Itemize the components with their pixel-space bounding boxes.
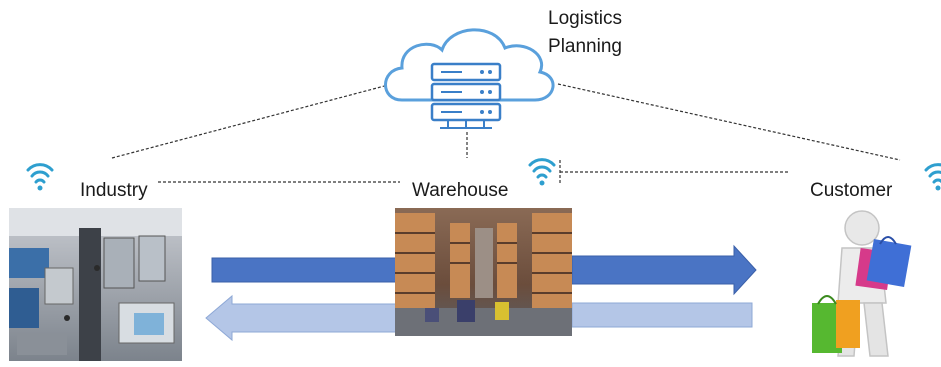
warehouse-aisles-image (395, 208, 572, 336)
factory-floor-image (9, 208, 182, 361)
link-customer-cloud (557, 83, 901, 161)
industry-label: Industry (80, 180, 148, 201)
cloud-title-line1: Logistics (548, 8, 622, 29)
customer-label: Customer (810, 180, 893, 201)
cloud-links (111, 83, 901, 185)
shopper-figure-icon (812, 210, 912, 357)
server-rack (430, 62, 502, 129)
forward-flow-arrows (211, 244, 757, 296)
customer-figure (800, 208, 918, 361)
arrow-warehouse-to-industry (205, 294, 397, 342)
arrow-customer-to-warehouse (571, 302, 753, 328)
cloud-title-line2: Planning (548, 36, 622, 57)
return-flow-arrows (205, 294, 753, 342)
cloud-title: Logistics Planning (520, 5, 650, 61)
wifi-icon-customer (924, 163, 941, 191)
industry-photo (9, 208, 182, 361)
arrow-warehouse-to-customer (571, 244, 757, 296)
warehouse-photo (395, 208, 572, 336)
link-industry-cloud (111, 83, 393, 159)
cloud-server-icon (384, 28, 555, 129)
wifi-icon-warehouse (528, 158, 556, 186)
arrow-industry-to-warehouse (211, 257, 397, 283)
warehouse-label: Warehouse (412, 180, 509, 201)
wifi-icon-industry (26, 163, 54, 191)
